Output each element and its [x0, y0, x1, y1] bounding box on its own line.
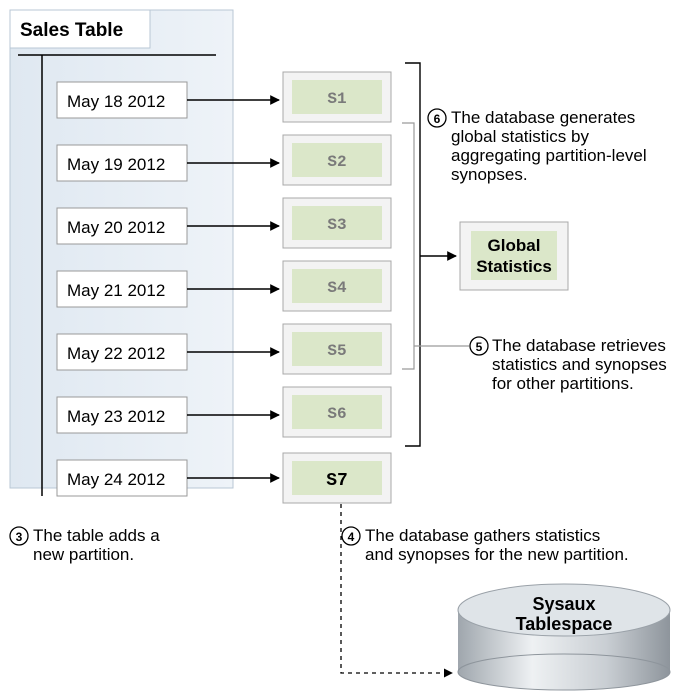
synopsis-label: S5 [327, 342, 346, 360]
partition-list: May 18 2012 May 19 2012 May 20 2012 May … [56, 81, 188, 497]
partition-box: May 19 2012 [56, 144, 188, 182]
partition-box: May 24 2012 [56, 459, 188, 497]
note-3: 3 The table adds a new partition. [9, 526, 160, 564]
partition-label: May 20 2012 [67, 218, 165, 237]
global-statistics-label-2: Statistics [476, 257, 552, 276]
synopsis-label: S2 [327, 153, 346, 171]
retrieve-bracket [402, 122, 469, 370]
synopsis-label: S1 [327, 90, 346, 108]
synopsis-list: S1 S2 S3 S4 S5 S6 S7 [282, 71, 392, 504]
note-5: 5 The database retrieves statistics and … [469, 336, 667, 393]
synopsis-label: S7 [326, 471, 348, 491]
note-line: global statistics by [451, 127, 589, 146]
note-line: The table adds a [33, 526, 160, 545]
step-badge-icon [341, 526, 361, 546]
synopsis-label: S3 [327, 216, 346, 234]
synopsis-box: S6 [282, 386, 392, 438]
note-line: The database generates [451, 108, 635, 127]
synopsis-label: S4 [327, 279, 347, 297]
note-line: aggregating partition-level [451, 146, 647, 165]
step-badge-icon [9, 526, 29, 546]
partition-label: May 19 2012 [67, 155, 165, 174]
tablespace-label-1: Sysaux [532, 594, 595, 614]
partition-label: May 21 2012 [67, 281, 165, 300]
note-line: and synopses for the new partition. [365, 545, 629, 564]
global-statistics-box: Global Statistics [459, 221, 569, 291]
partition-box: May 21 2012 [56, 270, 188, 308]
global-statistics-label-1: Global [488, 236, 541, 255]
synopsis-box: S1 [282, 71, 392, 123]
note-line: The database gathers statistics [365, 526, 600, 545]
step-number: 6 [434, 112, 441, 126]
synopsis-box: S3 [282, 197, 392, 249]
synopsis-box: S2 [282, 134, 392, 186]
partition-label: May 24 2012 [67, 470, 165, 489]
step-badge-icon [469, 336, 489, 356]
step-number: 3 [16, 530, 23, 544]
sales-table-title: Sales Table [20, 20, 123, 41]
partition-box: May 23 2012 [56, 396, 188, 434]
synopsis-box: S5 [282, 323, 392, 375]
synopsis-label: S6 [327, 405, 346, 423]
step-number: 5 [476, 340, 483, 354]
step-badge-icon [427, 108, 447, 128]
step-number: 4 [348, 530, 355, 544]
note-4: 4 The database gathers statistics and sy… [341, 526, 629, 564]
note-line: new partition. [33, 545, 134, 564]
partition-label: May 18 2012 [67, 92, 165, 111]
synopsis-box: S7 [282, 452, 392, 504]
partition-box: May 18 2012 [56, 81, 188, 119]
aggregate-bracket [405, 62, 457, 447]
partition-arrows [187, 95, 280, 483]
partition-label: May 23 2012 [67, 407, 165, 426]
note-line: statistics and synopses [492, 355, 667, 374]
note-line: for other partitions. [492, 374, 634, 393]
gather-arrow [340, 504, 453, 678]
sysaux-tablespace-cylinder: Sysaux Tablespace [457, 583, 671, 691]
partition-box: May 20 2012 [56, 207, 188, 245]
synopsis-box: S4 [282, 260, 392, 312]
note-6: 6 The database generates global statisti… [427, 108, 647, 184]
tablespace-label-2: Tablespace [516, 614, 613, 634]
partition-label: May 22 2012 [67, 344, 165, 363]
note-line: synopses. [451, 165, 528, 184]
partition-box: May 22 2012 [56, 333, 188, 371]
note-line: The database retrieves [492, 336, 666, 355]
